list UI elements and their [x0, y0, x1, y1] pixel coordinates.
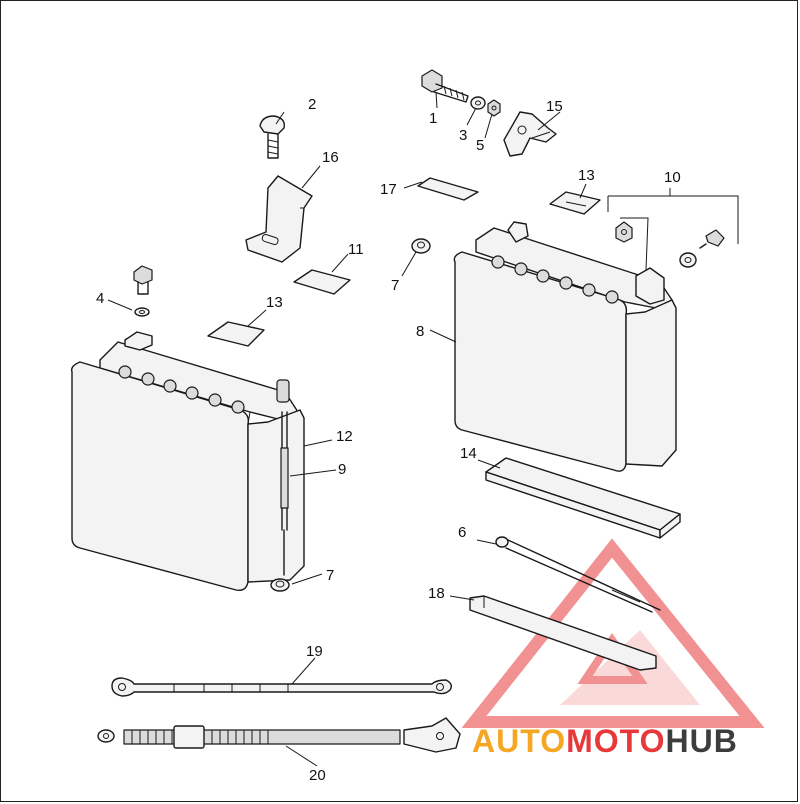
washer-3 [470, 96, 486, 110]
pad-17 [417, 177, 479, 201]
label-part-13-right: 13 [578, 167, 595, 184]
label-part-7-top: 7 [391, 277, 399, 294]
label-part-11: 11 [348, 241, 364, 258]
strap-6 [495, 536, 661, 613]
pad-13-right [549, 191, 601, 215]
cable-19 [111, 677, 453, 697]
svg-text:AUTOMOTOHUB: AUTOMOTOHUB [472, 723, 738, 759]
nut-5 [487, 99, 501, 117]
part-labels: 1 2 3 4 5 6 7 7 8 9 10 11 12 13 13 14 15… [96, 96, 681, 784]
bolt-4 [133, 265, 153, 317]
label-part-18: 18 [428, 585, 445, 602]
label-part-20: 20 [309, 767, 326, 784]
bolt-2 [259, 115, 285, 159]
leader-lines [107, 91, 739, 767]
label-part-14: 14 [460, 445, 477, 462]
label-part-12: 12 [336, 428, 353, 445]
watermark-text-hub: HUB [665, 723, 737, 759]
hardware-10 [615, 221, 725, 268]
bracket-16 [245, 175, 313, 263]
label-part-10: 10 [664, 169, 681, 186]
label-part-5: 5 [476, 137, 484, 154]
label-part-2: 2 [308, 96, 316, 113]
label-part-4: 4 [96, 290, 104, 307]
label-part-9: 9 [338, 461, 346, 478]
label-part-6: 6 [458, 524, 466, 541]
battery-left [70, 331, 305, 592]
pad-11 [293, 269, 351, 295]
watermark-text-moto: MOTO [566, 723, 665, 759]
label-part-13-left: 13 [266, 294, 283, 311]
label-part-19: 19 [306, 643, 323, 660]
label-part-7-bottom: 7 [326, 567, 334, 584]
battery-right-cells [491, 255, 619, 304]
strap-18 [469, 595, 657, 671]
cable-20 [97, 717, 461, 753]
pad-14 [485, 457, 681, 539]
battery-left-cells [118, 365, 245, 414]
label-part-1: 1 [429, 110, 437, 127]
label-part-17: 17 [380, 181, 397, 198]
clamp-7-top [411, 238, 431, 254]
label-part-15: 15 [546, 98, 563, 115]
bracket-15 [503, 111, 557, 157]
watermark-logo [461, 538, 765, 728]
watermark-text-auto: AUTO [472, 723, 566, 759]
label-part-8: 8 [416, 323, 424, 340]
label-part-16: 16 [322, 149, 339, 166]
watermark-text: AUTOMOTOHUB [472, 723, 738, 759]
battery-right [453, 221, 677, 472]
pad-13-left [207, 321, 265, 347]
bolt-1 [421, 69, 469, 103]
label-part-3: 3 [459, 127, 467, 144]
